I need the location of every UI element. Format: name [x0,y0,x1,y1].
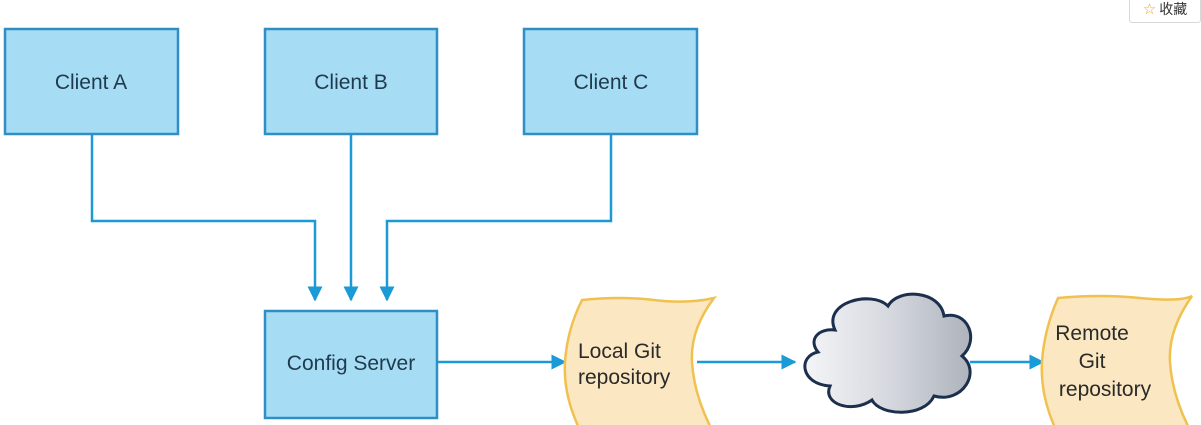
client-c-label: Client C [574,71,649,94]
client-b-node: Client B [263,27,439,136]
favorite-label: 收藏 [1159,1,1188,18]
local-repo-label-line2: repository [578,366,671,389]
star-outline-icon: ☆ [1142,0,1157,18]
remote-repo-label-line3: repository [1059,378,1152,401]
config-server-label: Config Server [287,352,415,375]
cloud-icon [803,292,973,414]
remote-repo-label-line1: Remote [1055,322,1129,345]
client-a-node: Client A [3,27,180,136]
config-server-node: Config Server [263,309,439,420]
client-c-node: Client C [522,27,699,136]
remote-repo-label-line2: Git [1079,350,1106,373]
favorite-button[interactable]: ☆ 收藏 [1129,0,1201,23]
local-repo-label-line1: Local Git [578,340,661,363]
edge-client-c-to-config-server [379,134,613,302]
remote-git-repository-node: Remote Git repository [1040,294,1194,425]
client-b-label: Client B [314,71,388,94]
client-a-label: Client A [55,71,127,94]
local-git-repository-node: Local Git repository [563,296,718,425]
edge-client-a-to-config-server [90,134,323,302]
